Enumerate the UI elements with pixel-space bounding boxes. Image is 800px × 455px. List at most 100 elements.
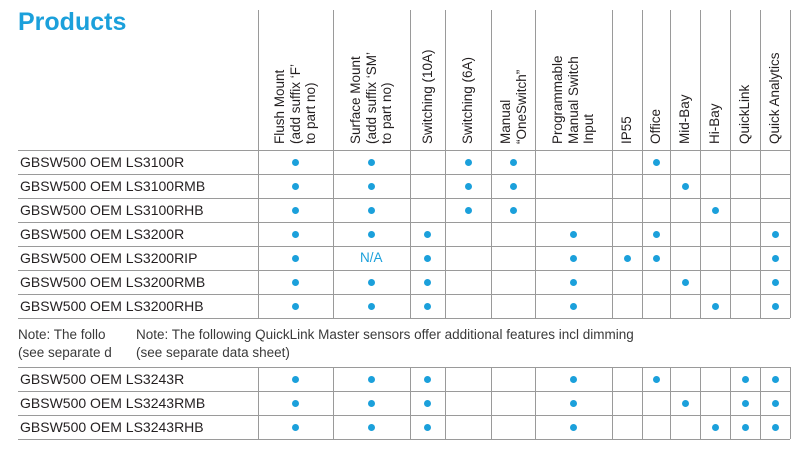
column-divider bbox=[535, 367, 536, 439]
note-clip-mask bbox=[131, 324, 136, 362]
feature-dot bbox=[368, 303, 375, 310]
column-header: Mid-Bay bbox=[670, 12, 700, 148]
column-divider bbox=[612, 10, 613, 318]
row-divider bbox=[18, 270, 790, 271]
column-header-label: Hi-Bay bbox=[707, 103, 723, 144]
column-divider bbox=[670, 10, 671, 318]
column-header-label: Mid-Bay bbox=[677, 94, 693, 144]
column-divider bbox=[258, 10, 259, 318]
row-divider bbox=[18, 318, 790, 319]
column-header-label: IP55 bbox=[619, 116, 635, 144]
column-divider bbox=[333, 367, 334, 439]
feature-dot bbox=[623, 255, 631, 262]
column-divider bbox=[258, 367, 259, 439]
product-name: GBSW500 OEM LS3100RMB bbox=[20, 178, 206, 194]
column-divider bbox=[410, 10, 411, 318]
feature-dot bbox=[292, 424, 299, 431]
header-bottom-rule bbox=[18, 150, 790, 151]
row-divider bbox=[18, 246, 790, 247]
column-divider bbox=[410, 367, 411, 439]
column-divider bbox=[790, 10, 791, 318]
feature-dot bbox=[368, 207, 375, 214]
row-divider bbox=[18, 198, 790, 199]
column-divider bbox=[612, 367, 613, 439]
column-header-label: Switching (6A) bbox=[460, 57, 476, 144]
column-header-line: Switching (6A) bbox=[460, 56, 475, 144]
feature-dot bbox=[368, 159, 375, 166]
feature-dot bbox=[681, 400, 689, 407]
column-header: Quick Analytics bbox=[760, 12, 790, 148]
feature-dot bbox=[652, 255, 660, 262]
feature-dot bbox=[292, 231, 299, 238]
row-divider bbox=[18, 391, 790, 392]
feature-dot bbox=[292, 376, 299, 383]
feature-dot bbox=[509, 159, 517, 166]
column-divider bbox=[491, 10, 492, 318]
feature-dot bbox=[570, 303, 577, 310]
feature-dot bbox=[570, 255, 577, 262]
column-divider bbox=[642, 10, 643, 318]
feature-dot bbox=[424, 231, 431, 238]
feature-dot bbox=[652, 376, 660, 383]
row-divider bbox=[18, 222, 790, 223]
column-divider bbox=[730, 367, 731, 439]
feature-dot bbox=[368, 400, 375, 407]
column-header: Flush Mount(add suffix ‘F’to part no) bbox=[258, 12, 333, 148]
not-applicable-label: N/A bbox=[360, 250, 383, 265]
feature-dot bbox=[368, 376, 375, 383]
feature-dot bbox=[771, 255, 779, 262]
note-text: Note: The follo bbox=[18, 327, 106, 342]
feature-dot bbox=[368, 231, 375, 238]
column-header: Switching (10A) bbox=[410, 12, 445, 148]
feature-dot bbox=[771, 376, 779, 383]
column-header-line: (add suffix ‘SM’ bbox=[363, 51, 379, 144]
product-name: GBSW500 OEM LS3243RHB bbox=[20, 419, 204, 435]
note-text: (see separate d bbox=[18, 345, 112, 360]
feature-dot bbox=[424, 303, 431, 310]
feature-dot bbox=[771, 400, 779, 407]
column-header-line: Manual bbox=[498, 99, 513, 144]
column-header-label: Manual“OneSwitch” bbox=[498, 70, 529, 144]
feature-dot bbox=[464, 207, 472, 214]
feature-dot bbox=[424, 279, 431, 286]
column-header-label: Quick Analytics bbox=[767, 52, 783, 144]
feature-dot bbox=[681, 183, 689, 190]
feature-dot bbox=[464, 159, 472, 166]
feature-dot bbox=[509, 207, 517, 214]
feature-dot bbox=[424, 400, 431, 407]
product-name: GBSW500 OEM LS3200RHB bbox=[20, 298, 204, 314]
row-divider bbox=[18, 415, 790, 416]
column-header: Hi-Bay bbox=[700, 12, 730, 148]
feature-dot bbox=[292, 303, 299, 310]
column-divider bbox=[642, 367, 643, 439]
product-name: GBSW500 OEM LS3100R bbox=[20, 154, 185, 170]
column-header-label: Switching (10A) bbox=[420, 49, 436, 144]
feature-dot bbox=[424, 255, 431, 262]
column-header-line: Switching (10A) bbox=[420, 49, 435, 144]
feature-dot bbox=[652, 159, 660, 166]
row-divider bbox=[18, 439, 790, 440]
feature-dot bbox=[771, 303, 779, 310]
column-header: Switching (6A) bbox=[445, 12, 491, 148]
feature-dot bbox=[711, 424, 719, 431]
column-header-line: Flush Mount bbox=[272, 69, 287, 144]
feature-dot bbox=[292, 279, 299, 286]
column-header-line: IP55 bbox=[619, 116, 634, 144]
column-divider bbox=[730, 10, 731, 318]
feature-dot bbox=[464, 183, 472, 190]
column-divider bbox=[700, 367, 701, 439]
feature-dot bbox=[509, 183, 517, 190]
column-header-line: Programmable bbox=[550, 55, 565, 144]
product-name: GBSW500 OEM LS3243RMB bbox=[20, 395, 206, 411]
column-header: Manual“OneSwitch” bbox=[491, 12, 535, 148]
feature-dot bbox=[741, 400, 749, 407]
column-divider bbox=[445, 367, 446, 439]
feature-dot bbox=[741, 376, 749, 383]
feature-dot bbox=[570, 424, 577, 431]
column-header-line: Manual Switch bbox=[565, 56, 581, 144]
feature-dot bbox=[771, 279, 779, 286]
feature-dot bbox=[424, 424, 431, 431]
feature-dot bbox=[711, 303, 719, 310]
